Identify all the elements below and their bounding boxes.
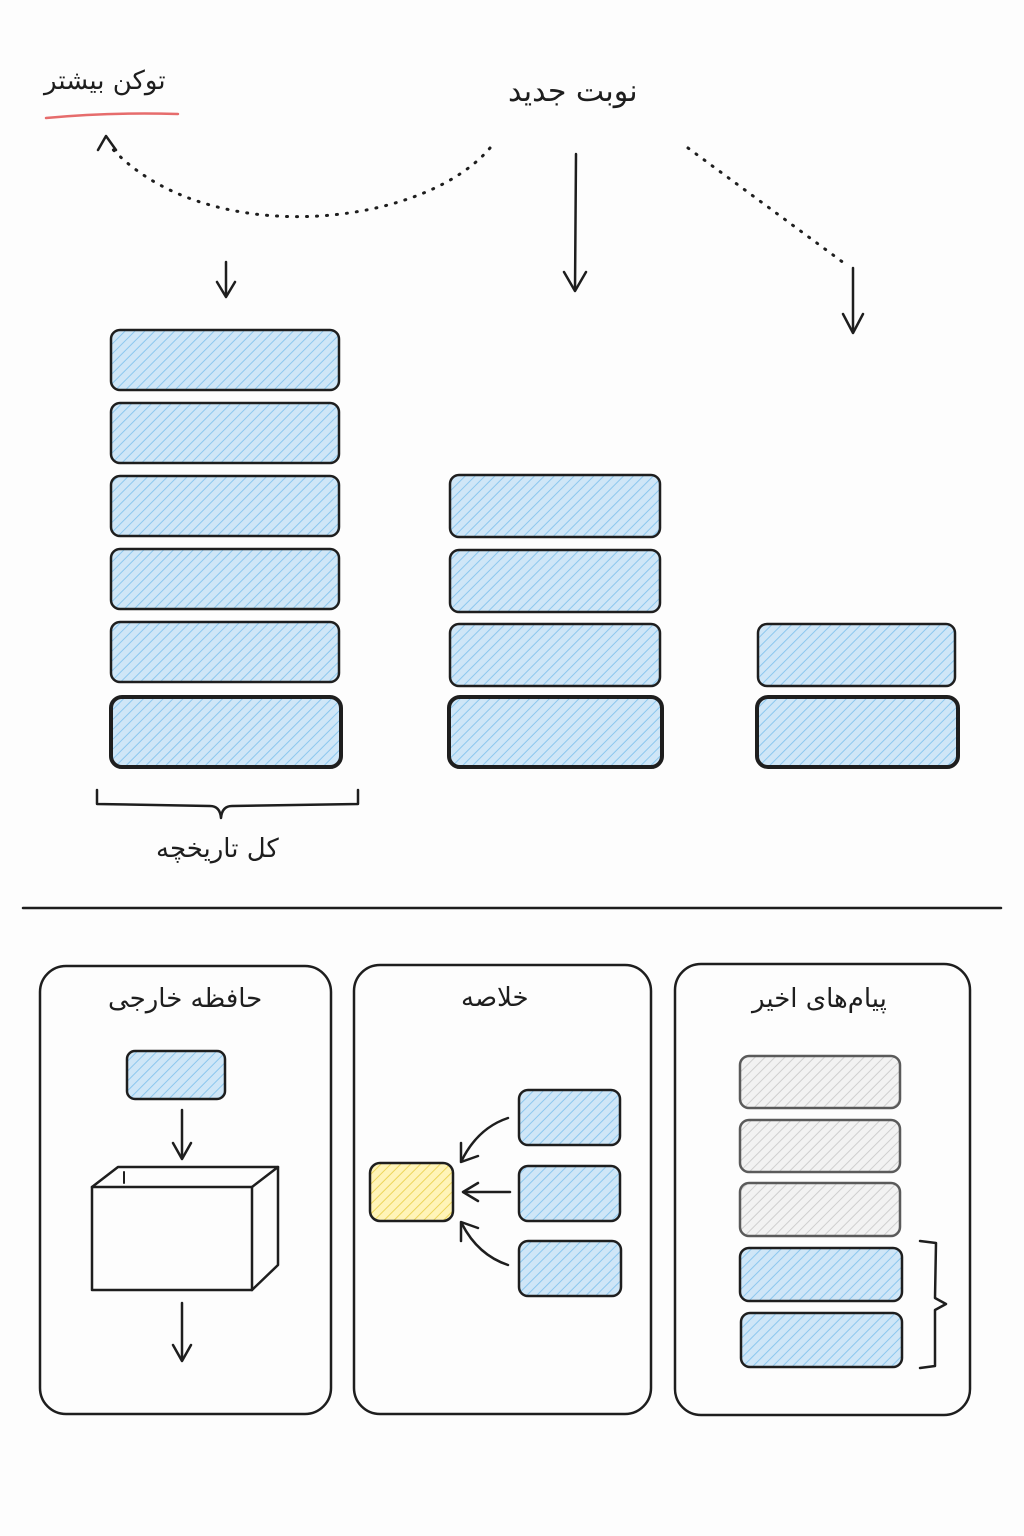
summary-arrowhead-top	[459, 1141, 480, 1164]
more-tokens-label: توکن بیشتر	[44, 66, 166, 96]
summary-title: خلاصه	[461, 983, 529, 1013]
center-arrowhead	[562, 270, 588, 293]
summary-panel	[352, 963, 653, 1416]
external-memory-title: حافظه خارجی	[108, 984, 263, 1014]
new-turn-label: نوبت جدید	[508, 74, 638, 109]
center-down-arrow	[573, 152, 578, 292]
full-history-stack	[109, 328, 343, 769]
memory-retrieve-arrowhead	[171, 1343, 193, 1363]
more-tokens-dotted-arrow	[106, 142, 492, 218]
memory-input-block	[125, 1049, 227, 1101]
kept-message-block	[738, 1246, 904, 1303]
recent-messages-stack	[738, 1054, 904, 1369]
recent-block	[756, 622, 957, 688]
summary-source-block	[517, 1088, 622, 1147]
history-block	[109, 474, 341, 538]
right-arrowhead	[841, 312, 865, 335]
summary-arrow-bottom	[460, 1222, 510, 1267]
window-block	[448, 622, 662, 688]
history-block	[109, 401, 341, 465]
kept-message-block	[739, 1311, 904, 1369]
left-arrowhead	[215, 280, 237, 299]
right-stack	[755, 622, 960, 769]
history-block	[109, 620, 341, 684]
storage-box-icon	[90, 1165, 280, 1292]
dropped-message-block	[738, 1054, 902, 1110]
more-tokens-arrowhead	[96, 134, 118, 152]
summary-arrowhead-middle	[461, 1181, 480, 1203]
recent-block-latest	[755, 695, 960, 769]
window-block-latest	[447, 695, 664, 769]
window-block	[448, 548, 662, 614]
history-block-latest	[109, 695, 343, 769]
recent-messages-panel	[673, 962, 972, 1417]
summary-arrow-top	[460, 1116, 510, 1162]
external-memory-panel	[38, 964, 333, 1416]
dropped-message-block	[738, 1181, 902, 1238]
more-tokens-underline	[44, 112, 180, 120]
recent-messages-title: پیام‌های اخیر	[752, 984, 887, 1014]
full-history-label: کل تاریخچه	[156, 834, 279, 864]
dropped-message-block	[738, 1118, 902, 1174]
history-block	[109, 328, 341, 392]
summary-source-block	[517, 1164, 622, 1223]
middle-stack	[447, 473, 664, 769]
history-block	[109, 547, 341, 611]
summary-result-block	[368, 1161, 455, 1223]
full-history-brace	[95, 788, 360, 820]
summary-source-block	[517, 1239, 623, 1298]
kept-messages-bracket	[918, 1239, 948, 1370]
right-dotted-arrow	[686, 146, 850, 268]
summary-arrowhead-bottom	[459, 1220, 480, 1243]
window-block	[448, 473, 662, 539]
memory-store-arrowhead	[171, 1141, 193, 1161]
